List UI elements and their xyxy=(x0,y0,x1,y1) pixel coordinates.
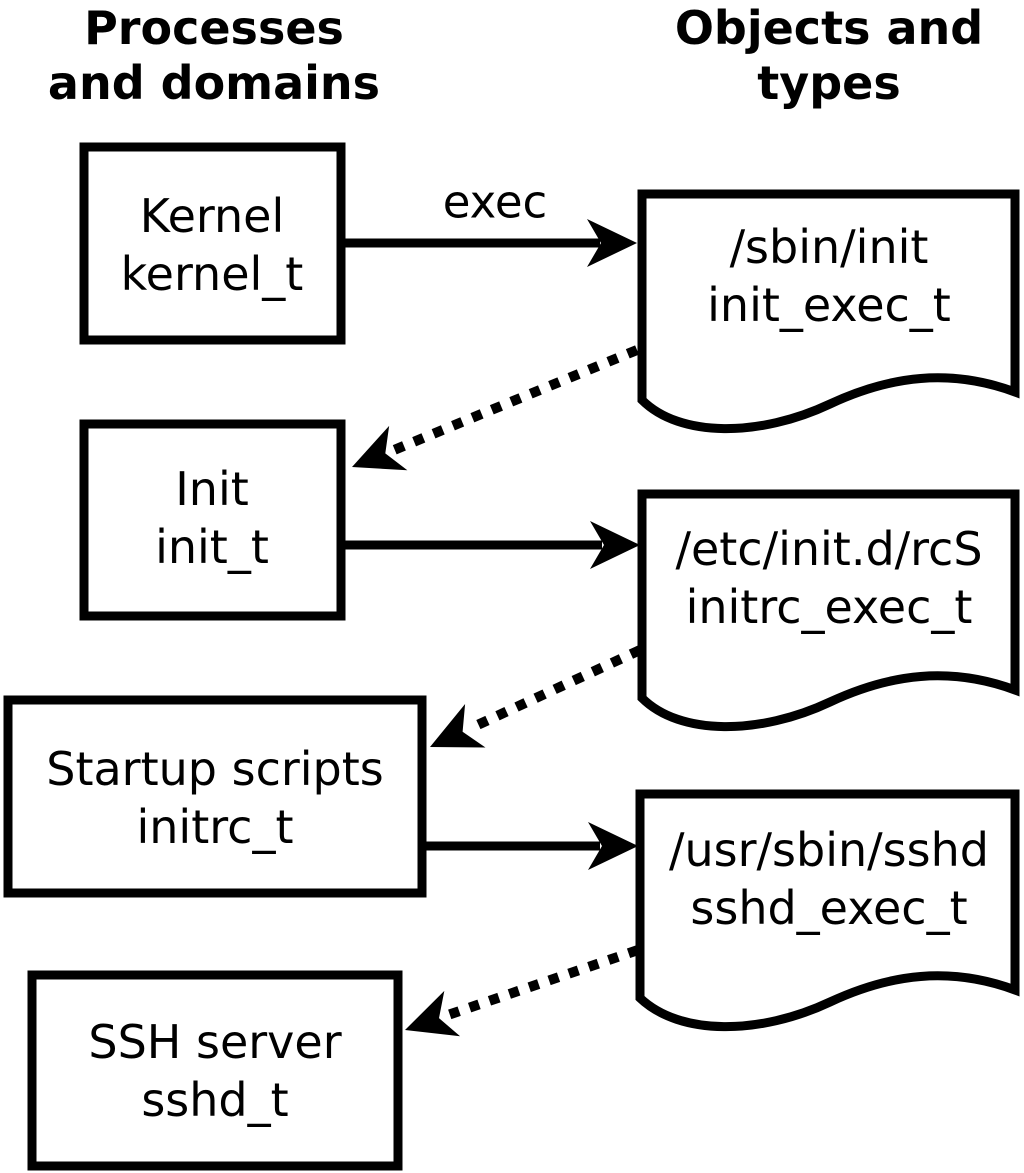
header-objects-line1: Objects and xyxy=(675,1,983,55)
process-box-startup-scripts-type: initrc_t xyxy=(137,800,294,854)
exec-label: exec xyxy=(443,176,548,229)
arrowhead-icon xyxy=(588,822,638,870)
process-box-init-type: init_t xyxy=(155,520,269,574)
dotted-arrow-sbin-init-to-init-line xyxy=(392,345,639,455)
header-processes-and-domains: Processes and domains xyxy=(48,1,380,110)
object-doc-usr-sbin-sshd-type: sshd_exec_t xyxy=(690,881,967,935)
object-doc-usr-sbin-sshd-shape xyxy=(635,789,1020,1032)
dotted-arrow-sbin-init-to-init xyxy=(352,345,639,471)
process-box-kernel-type: kernel_t xyxy=(121,247,304,301)
process-box-startup-scripts: Startup scripts initrc_t xyxy=(3,695,427,898)
arrowhead-icon xyxy=(590,521,640,569)
process-box-kernel: Kernel kernel_t xyxy=(79,142,346,345)
object-doc-usr-sbin-sshd: /usr/sbin/sshd sshd_exec_t xyxy=(635,789,1020,1032)
process-box-init: Init init_t xyxy=(79,419,346,621)
arrow-init-to-etc-initd-rcs xyxy=(345,521,640,569)
process-box-startup-scripts-rect xyxy=(3,695,427,898)
arrow-startup-scripts-to-usr-sbin-sshd xyxy=(426,822,638,870)
dotted-arrow-usr-sbin-sshd-to-ssh-server xyxy=(405,945,640,1037)
object-doc-usr-sbin-sshd-path: /usr/sbin/sshd xyxy=(669,823,989,877)
header-objects-and-types: Objects and types xyxy=(675,1,983,110)
process-box-startup-scripts-name: Startup scripts xyxy=(46,742,384,796)
dotted-arrow-etc-initd-rcs-to-startup-scripts xyxy=(430,645,643,748)
header-processes-line2: and domains xyxy=(48,56,380,110)
object-doc-etc-initd-rcs: /etc/init.d/rcS initrc_exec_t xyxy=(637,489,1020,732)
dotted-arrow-etc-initd-rcs-to-startup-scripts-line xyxy=(468,645,643,733)
process-box-ssh-server-rect xyxy=(27,970,403,1171)
process-box-init-name: Init xyxy=(175,462,249,516)
arrow-kernel-to-sbin-init: exec xyxy=(345,176,637,267)
process-box-ssh-server-type: sshd_t xyxy=(141,1073,288,1127)
object-doc-sbin-init: /sbin/init init_exec_t xyxy=(637,189,1020,434)
header-processes-line1: Processes xyxy=(84,1,344,55)
arrowhead-icon xyxy=(405,990,461,1037)
header-objects-line2: types xyxy=(757,56,900,110)
process-box-kernel-rect xyxy=(79,142,346,345)
process-box-kernel-name: Kernel xyxy=(140,189,285,243)
object-doc-sbin-init-path: /sbin/init xyxy=(730,220,929,274)
arrowhead-icon xyxy=(587,219,637,267)
arrowhead-icon xyxy=(430,704,486,748)
process-box-init-rect xyxy=(79,419,346,621)
object-doc-sbin-init-type: init_exec_t xyxy=(707,278,951,332)
object-doc-sbin-init-shape xyxy=(637,189,1020,434)
process-box-ssh-server: SSH server sshd_t xyxy=(27,970,403,1171)
object-doc-etc-initd-rcs-shape xyxy=(637,489,1020,732)
dotted-arrow-usr-sbin-sshd-to-ssh-server-line xyxy=(446,945,640,1020)
process-box-ssh-server-name: SSH server xyxy=(88,1015,341,1069)
object-doc-etc-initd-rcs-path: /etc/init.d/rcS xyxy=(675,522,982,576)
arrowhead-icon xyxy=(352,425,408,471)
object-doc-etc-initd-rcs-type: initrc_exec_t xyxy=(686,580,973,634)
